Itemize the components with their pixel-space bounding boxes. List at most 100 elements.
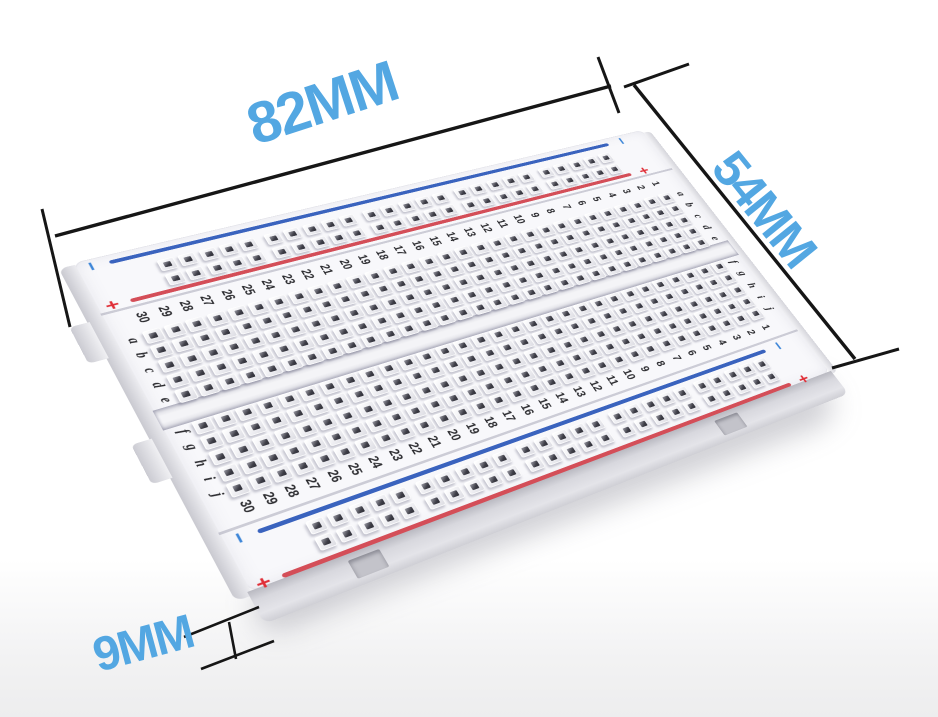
power-rail-hole <box>443 484 467 503</box>
terminal-hole <box>496 372 520 389</box>
terminal-hole <box>478 345 502 362</box>
pin-aperture <box>579 336 589 343</box>
column-number: 7 <box>669 353 685 363</box>
pin-aperture <box>403 358 413 366</box>
pin-aperture <box>510 294 520 301</box>
column-number: 27 <box>302 475 325 492</box>
power-rail-hole <box>177 251 200 267</box>
pin-aperture <box>602 155 611 161</box>
pin-aperture <box>395 312 405 319</box>
pin-aperture <box>646 345 656 353</box>
power-rail-hole <box>537 166 556 179</box>
pin-aperture <box>479 461 489 469</box>
pin-aperture <box>542 169 551 175</box>
pin-aperture <box>707 395 716 402</box>
terminal-hole <box>425 297 448 313</box>
pin-aperture <box>619 308 628 315</box>
pin-aperture <box>742 298 751 305</box>
pin-aperture <box>302 306 312 314</box>
pin-aperture <box>722 320 731 327</box>
power-rail-hole <box>692 378 712 394</box>
pin-aperture <box>728 371 737 378</box>
pin-aperture <box>671 277 680 283</box>
power-rail-hole <box>379 203 400 217</box>
pin-aperture <box>440 314 450 322</box>
row-letter: j <box>207 490 227 500</box>
power-rail-hole <box>156 256 179 272</box>
pin-aperture <box>405 293 415 301</box>
pin-aperture <box>310 320 321 327</box>
pin-aperture <box>340 448 351 456</box>
pin-aperture <box>493 240 502 246</box>
pin-aperture <box>674 232 683 239</box>
pin-aperture <box>344 217 354 224</box>
terminal-hole <box>331 323 356 340</box>
pin-aperture <box>292 409 304 418</box>
pin-aperture <box>700 268 709 274</box>
pin-aperture <box>363 521 374 530</box>
pin-aperture <box>237 357 248 365</box>
terminal-hole <box>184 315 210 333</box>
pin-aperture <box>432 301 442 309</box>
pin-aperture <box>737 384 747 391</box>
pin-aperture <box>581 173 590 179</box>
terminal-hole <box>295 301 319 318</box>
pin-aperture <box>404 506 416 515</box>
pin-aperture <box>429 400 440 408</box>
pin-aperture <box>378 285 388 293</box>
power-rail-hole <box>356 516 381 536</box>
thickness-dimension-line-bottom <box>200 639 275 671</box>
pin-aperture <box>274 298 284 305</box>
pin-aperture <box>330 314 340 322</box>
pin-aperture <box>605 238 615 244</box>
pin-aperture <box>557 166 566 172</box>
pin-aperture <box>191 320 202 328</box>
terminal-hole <box>495 277 517 293</box>
pin-aperture <box>751 310 760 317</box>
power-rail-hole <box>568 422 590 439</box>
power-rail-hole <box>595 429 617 446</box>
terminal-hole <box>315 296 339 313</box>
pin-aperture <box>679 217 688 223</box>
pin-aperture <box>229 342 240 350</box>
pin-aperture <box>266 365 277 373</box>
pin-aperture <box>554 328 564 335</box>
pin-aperture <box>718 291 727 298</box>
column-number: 14 <box>552 390 573 405</box>
power-rail-hole <box>605 163 624 175</box>
power-rail-hole <box>389 486 413 505</box>
terminal-hole <box>251 433 278 452</box>
pin-aperture <box>548 453 558 461</box>
column-number: 10 <box>510 213 529 225</box>
column-number: 15 <box>535 396 555 411</box>
pin-aperture <box>539 439 549 447</box>
pin-aperture <box>466 202 475 208</box>
pin-aperture <box>298 462 309 470</box>
terminal-hole <box>388 307 412 324</box>
terminal-hole <box>165 370 191 389</box>
pin-aperture <box>351 426 362 434</box>
power-rail-hole <box>414 195 435 209</box>
pin-aperture <box>164 360 175 369</box>
pin-aperture <box>596 170 605 176</box>
power-rail-hole <box>707 373 728 388</box>
pin-aperture <box>449 489 460 498</box>
terminal-hole <box>353 436 378 455</box>
column-number: 2 <box>744 328 759 337</box>
pin-aperture <box>537 333 547 340</box>
pin-aperture <box>678 389 687 397</box>
pin-aperture <box>605 343 615 350</box>
pin-aperture <box>629 407 639 414</box>
power-rail-hole <box>732 380 752 395</box>
pin-aperture <box>162 260 173 268</box>
breadboard-bottom-side-face <box>247 370 849 624</box>
power-rail-hole <box>197 246 221 262</box>
power-rail-hole <box>313 531 339 552</box>
column-number: 14 <box>443 230 463 243</box>
power-rail-hole <box>533 435 555 452</box>
terminal-hole <box>334 291 358 308</box>
pin-aperture <box>603 210 613 217</box>
pin-aperture <box>315 239 325 246</box>
pin-aperture <box>321 301 332 308</box>
terminal-hole <box>157 355 183 374</box>
